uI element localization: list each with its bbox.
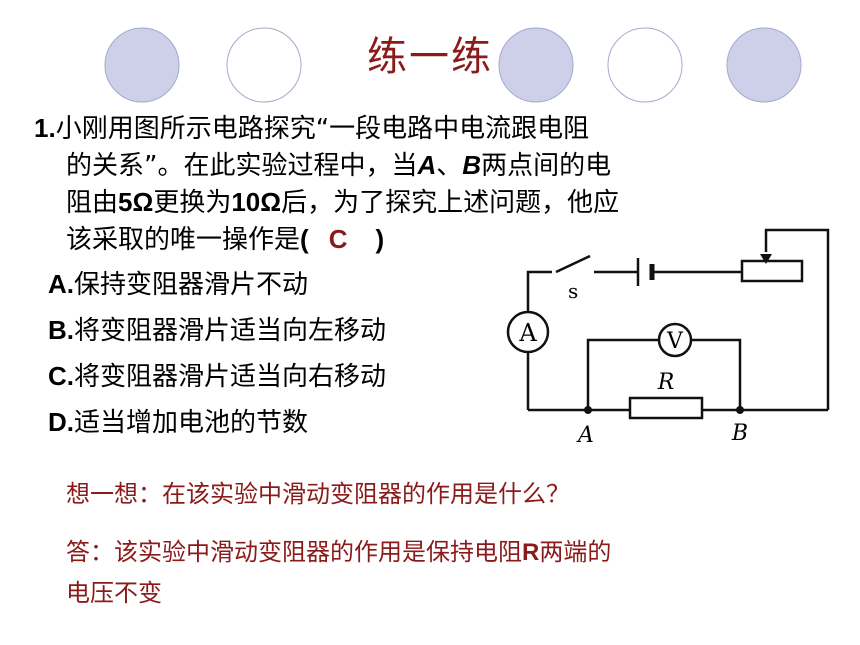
option-d: D.适当增加电池的节数 [48, 407, 309, 438]
resistor [628, 396, 704, 420]
slider-arrow-icon [760, 254, 772, 264]
question-line-2: 的关系”。在此实验过程中，当A、B两点间的电 [66, 150, 612, 181]
node-b-label: B [731, 421, 748, 446]
deco-circle [498, 27, 574, 103]
question: 1.小刚用图所示电路探究“一段电路中电流跟电阻 的关系”。在此实验过程中，当A、… [34, 110, 804, 258]
question-line-4: 该采取的唯一操作是(C) [66, 221, 804, 258]
wire-voltmeter-left [586, 338, 660, 410]
node-a-label: A [576, 423, 594, 448]
resistance-1: 5Ω [118, 187, 154, 217]
deco-circle [607, 27, 683, 103]
option-c: C.将变阻器滑片适当向右移动 [48, 361, 387, 392]
question-number: 1. [34, 113, 56, 143]
circuit-diagram: A V s R A B [506, 228, 830, 448]
ammeter-label: A [518, 319, 537, 347]
think-prompt: 想一想：在该实验中滑动变阻器的作用是什么？ [66, 480, 570, 508]
options-list: A.保持变阻器滑片不动 B.将变阻器滑片适当向左移动 C.将变阻器滑片适当向右移… [48, 262, 386, 446]
switch-label: s [568, 279, 578, 303]
answer-resistor-r: R [522, 539, 540, 566]
resistance-2: 10Ω [231, 187, 282, 217]
deco-circle [104, 27, 180, 103]
node-a-dot [584, 406, 592, 414]
resistor-label: R [657, 370, 675, 395]
voltmeter [657, 322, 693, 358]
wire-left-upper [526, 270, 552, 312]
wire-voltmeter-right [690, 338, 742, 410]
ammeter [506, 310, 550, 354]
deco-circle [726, 27, 802, 103]
option-a: A.保持变阻器滑片不动 [48, 269, 309, 300]
answer-letter: C [328, 224, 348, 254]
voltmeter-label: V [666, 329, 684, 354]
point-b-label: B [462, 150, 482, 180]
option-b: B.将变阻器滑片适当向左移动 [48, 315, 387, 346]
question-line-3: 阻由5Ω更换为10Ω后，为了探究上述问题，他应 [66, 187, 620, 218]
rheostat [740, 259, 804, 283]
point-a-label: A [417, 150, 437, 180]
deco-circle [226, 27, 302, 103]
node-b-dot [736, 406, 744, 414]
answer-explanation: 答：该实验中滑动变阻器的作用是保持电阻R两端的电压不变 [66, 538, 612, 607]
wire-rheostat-slider [764, 228, 830, 410]
page-title: 练一练 [367, 34, 493, 80]
question-line-1: 小刚用图所示电路探究“一段电路中电流跟电阻 [55, 114, 590, 144]
switch [555, 254, 591, 274]
decorative-circles [104, 27, 802, 103]
